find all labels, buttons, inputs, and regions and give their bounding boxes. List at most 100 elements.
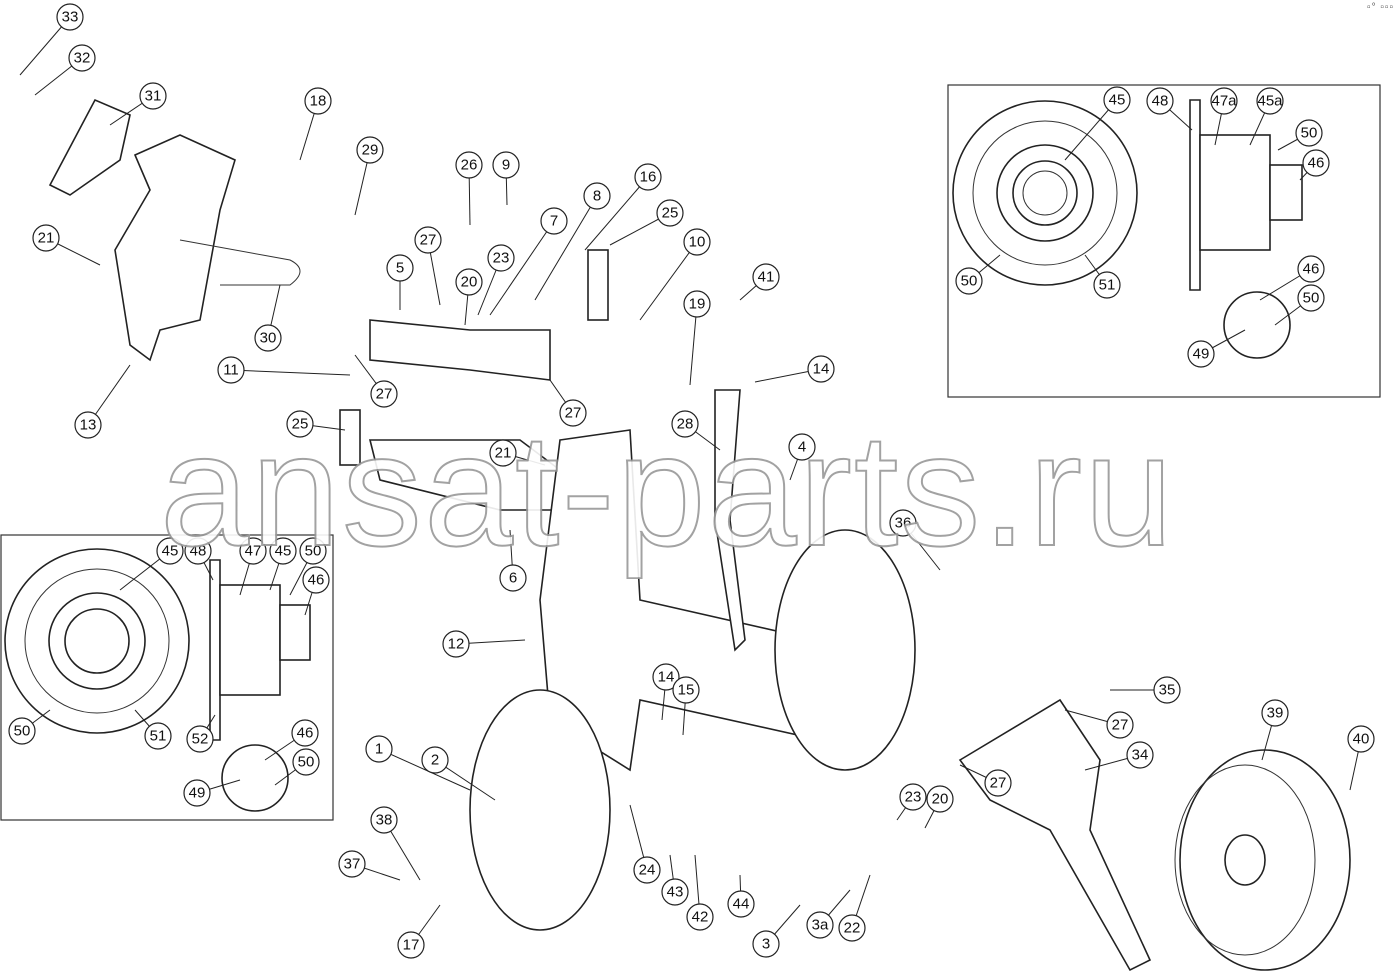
callout-number: 9	[502, 157, 510, 174]
callout-circle	[299, 537, 327, 565]
callout-circle	[752, 930, 780, 958]
callout-circle	[156, 537, 184, 565]
callout-number: 1	[375, 741, 383, 758]
corner-marks: ▫° ▫▫▫	[1367, 2, 1394, 13]
callout-circle	[634, 163, 662, 191]
callout-circle	[1256, 87, 1284, 115]
callout-number: 37	[344, 856, 361, 873]
callout-circle	[899, 783, 927, 811]
inset-tr-callout-45: 45	[1064, 86, 1131, 161]
callout-number: 45	[162, 543, 179, 560]
hub-front-view	[952, 100, 1138, 286]
callout-number: 36	[895, 515, 912, 532]
inset-left-callout-47: 47	[239, 537, 267, 596]
main-callout-42: 42	[686, 854, 714, 931]
callout-circle	[56, 3, 84, 31]
callout-number: 3a	[812, 917, 829, 934]
callout-number: 18	[310, 93, 327, 110]
callout-number: 43	[667, 884, 684, 901]
callout-number: 20	[932, 791, 949, 808]
callout-number: 19	[689, 296, 706, 313]
inset-tr-callout-49: 49	[1187, 329, 1246, 368]
main-callout-19: 19	[683, 290, 711, 386]
callout-circle	[68, 44, 96, 72]
callout-number: 38	[376, 812, 393, 829]
callout-number: 23	[905, 789, 922, 806]
callout-number: 32	[74, 50, 91, 67]
callout-number: 29	[362, 142, 379, 159]
inset-tr-callout-45a: 45a	[1249, 87, 1284, 146]
callout-circle	[752, 263, 780, 291]
main-callout-43: 43	[661, 854, 689, 906]
callout-number: 14	[813, 361, 830, 378]
callout-circle	[788, 433, 816, 461]
main-callout-40: 40	[1347, 725, 1375, 791]
callout-number: 49	[1193, 346, 1210, 363]
callout-number: 45	[275, 543, 292, 560]
callout-circle	[455, 268, 483, 296]
main-callout-18: 18	[299, 87, 332, 161]
callout-number: 48	[190, 543, 207, 560]
callout-number: 25	[662, 205, 679, 222]
callout-number: 46	[308, 572, 325, 589]
callout-circle	[1146, 87, 1174, 115]
callout-circle	[559, 399, 587, 427]
callout-circle	[489, 439, 517, 467]
callout-number: 17	[403, 937, 420, 954]
callout-circle	[338, 850, 366, 878]
callout-number: 27	[1112, 717, 1129, 734]
main-callout-26: 26	[455, 151, 483, 226]
main-callout-34: 34	[1084, 741, 1154, 771]
leader-line	[534, 195, 598, 301]
callout-number: 41	[758, 269, 775, 286]
press-wheel	[1174, 749, 1351, 971]
callout-circle	[183, 779, 211, 807]
main-callout-27: 27	[1064, 709, 1134, 739]
callout-number: 44	[733, 896, 750, 913]
callout-number: 46	[1308, 155, 1325, 172]
callout-number: 27	[565, 405, 582, 422]
callout-circle	[442, 630, 470, 658]
main-callout-39: 39	[1261, 699, 1289, 761]
callout-number: 45a	[1257, 93, 1283, 110]
inset-left-callout-48: 48	[184, 537, 214, 581]
u-bolt	[179, 239, 301, 286]
callout-circle	[955, 267, 983, 295]
callout-circle	[292, 748, 320, 776]
callout-circle	[1261, 699, 1289, 727]
main-callout-14: 14	[652, 663, 680, 721]
inset-tr-callout-47a: 47a	[1210, 87, 1238, 146]
inset-left-callout-50: 50	[8, 709, 51, 745]
main-callout-21: 21	[489, 439, 546, 467]
inset-left-callout-46: 46	[264, 719, 319, 761]
main-callout-3a: 3a	[806, 889, 851, 939]
inset-left-callout-49: 49	[183, 779, 241, 807]
main-callout-11: 11	[217, 356, 351, 384]
callout-number: 10	[689, 234, 706, 251]
main-callout-3: 3	[752, 904, 801, 958]
callout-number: 20	[461, 274, 478, 291]
callout-number: 50	[1301, 125, 1318, 142]
inset-left-callout-45: 45	[269, 537, 297, 591]
callout-circle	[356, 136, 384, 164]
main-callout-27: 27	[354, 354, 398, 408]
callout-number: 15	[678, 682, 695, 699]
callout-number: 27	[420, 232, 437, 249]
callout-number: 21	[495, 445, 512, 462]
callout-number: 30	[260, 330, 277, 347]
main-callout-12: 12	[442, 630, 526, 658]
callout-circle	[8, 717, 36, 745]
inset-left-callout-50: 50	[289, 537, 327, 596]
main-callout-33: 33	[19, 3, 84, 76]
callout-number: 11	[223, 362, 239, 379]
callout-circle	[1153, 676, 1181, 704]
callout-circle	[656, 199, 684, 227]
callout-circle	[217, 356, 245, 384]
spring-left	[339, 409, 361, 466]
callout-circle	[254, 324, 282, 352]
main-callout-25: 25	[286, 410, 346, 438]
callout-circle	[1295, 119, 1323, 147]
callout-number: 48	[1152, 93, 1169, 110]
leader-line	[584, 176, 649, 251]
callout-number: 31	[145, 88, 162, 105]
